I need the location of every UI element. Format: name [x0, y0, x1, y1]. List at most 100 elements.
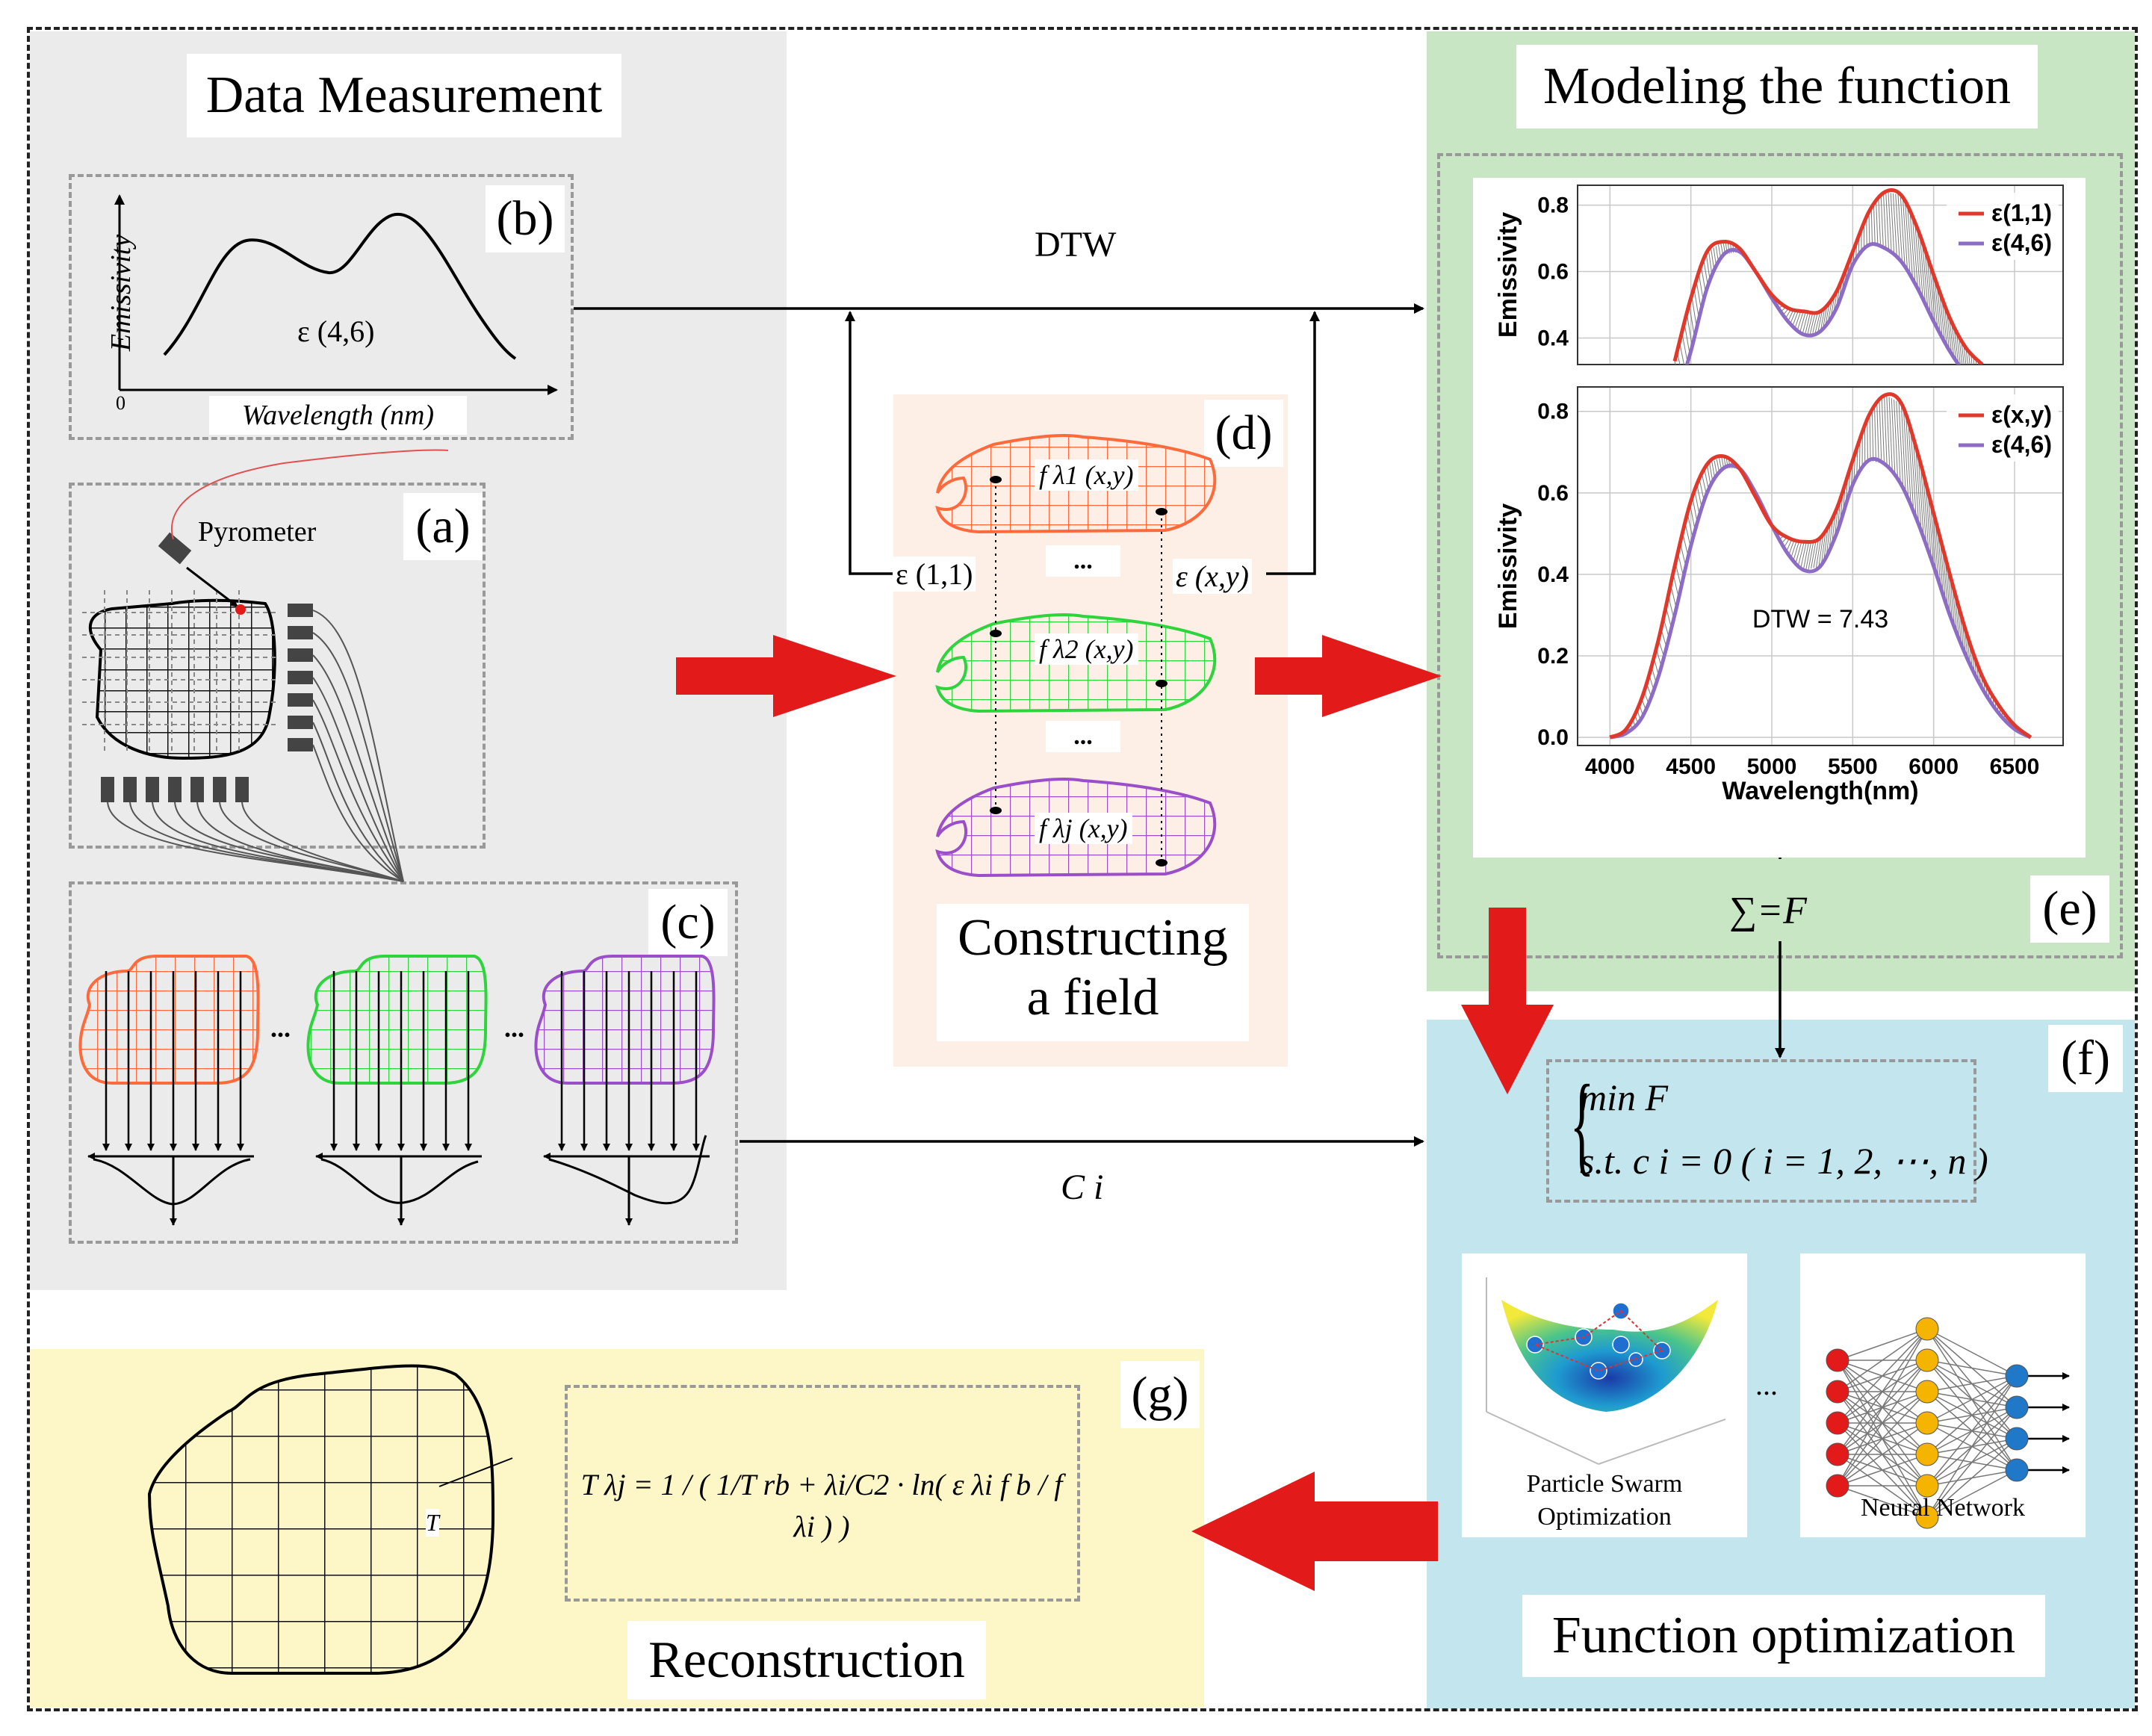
nn-edge — [1837, 1360, 1928, 1487]
warping-line — [1888, 192, 1892, 254]
dtw-arrow-label: DTW — [1035, 225, 1117, 264]
warping-line — [1811, 539, 1817, 569]
nn-edge — [1837, 1328, 1928, 1424]
x-axis-label: Wavelength(nm) — [1722, 777, 1918, 805]
nn-edge — [1837, 1485, 1928, 1518]
warping-line — [1897, 194, 1903, 264]
tag-a: (a) — [403, 493, 483, 560]
warping-line — [1934, 276, 1941, 334]
nn-illustration — [1826, 1317, 2070, 1529]
warping-line — [1876, 202, 1879, 247]
warping-line — [1926, 256, 1934, 320]
nn-node — [1915, 1348, 1939, 1372]
warping-line — [1913, 439, 1920, 525]
warping-line — [1968, 350, 1970, 365]
series-line — [1609, 392, 2032, 740]
pso-label-line1: Particle Swarm — [1526, 1470, 1683, 1498]
warping-line — [1925, 483, 1932, 560]
nn-node — [1826, 1442, 1849, 1466]
nn-node — [1826, 1411, 1849, 1435]
y-tick-label: 0.0 — [1537, 725, 1569, 750]
warping-line — [1920, 464, 1927, 546]
constructing-title: Constructing a field — [937, 904, 1249, 1041]
warping-line — [1808, 539, 1814, 570]
warping-line — [1798, 542, 1805, 565]
warping-line — [1802, 540, 1810, 570]
warping-line — [1689, 304, 1696, 338]
warping-line — [1867, 420, 1868, 462]
warping-line — [1792, 310, 1799, 326]
warping-line — [1903, 410, 1909, 501]
warping-line — [1914, 223, 1921, 294]
warping-line — [1891, 398, 1896, 477]
warping-line — [1906, 418, 1911, 507]
y-tick-label: 0.6 — [1537, 481, 1569, 506]
warping-line — [1794, 310, 1802, 328]
warping-line — [1912, 218, 1919, 289]
nn-edge — [1837, 1391, 1928, 1487]
constructing-title-line1: Constructing — [958, 909, 1228, 967]
y-tick-label: 0.4 — [1537, 326, 1569, 350]
nn-node — [2005, 1395, 2029, 1419]
warping-line — [1965, 347, 1968, 365]
warping-line — [1909, 213, 1916, 285]
nn-edge — [1926, 1407, 2018, 1518]
warping-line — [1873, 205, 1876, 247]
warping-line — [1888, 397, 1893, 474]
pso-illustration — [1486, 1277, 1726, 1465]
y-tick-label: 0.6 — [1537, 260, 1569, 285]
warping-line — [1973, 355, 1975, 365]
warping-line — [1932, 509, 1939, 581]
layer-label-1: f λ1 (x,y) — [1035, 459, 1138, 491]
warping-line — [1686, 314, 1693, 347]
warping-line — [1895, 193, 1900, 261]
tag-b: (b) — [486, 185, 565, 252]
warping-line — [1929, 263, 1936, 325]
nn-edge — [1926, 1469, 2018, 1518]
tap-label-left: ε (1,1) — [893, 557, 976, 592]
panel-b-box — [69, 174, 574, 440]
panel-g-formula-box — [565, 1385, 1080, 1602]
outer-frame — [27, 27, 2138, 1711]
warping-line — [1868, 211, 1870, 246]
warping-line — [1790, 539, 1798, 558]
warping-line — [1676, 351, 1681, 365]
panel-f-constraint-box — [1546, 1059, 1976, 1203]
legend-label: ε(4,6) — [1991, 229, 2052, 256]
warping-line — [1917, 228, 1923, 300]
nn-edge — [1926, 1375, 2018, 1455]
y-tick-label: 0.8 — [1537, 400, 1569, 424]
tag-d: (d) — [1204, 400, 1283, 467]
constraint-line2: s.t. c i = 0 ( i = 1, 2, ⋯, n ) — [1580, 1140, 1988, 1182]
layer-ellipsis-1: ... — [1046, 545, 1120, 577]
series-group — [1609, 392, 2032, 740]
reconstruction-title: Reconstruction — [627, 1621, 986, 1699]
x-tick-label: 6000 — [1908, 754, 1959, 779]
nn-edge — [1926, 1360, 2018, 1377]
warping-line — [1886, 395, 1891, 471]
tag-e: (e) — [2030, 875, 2109, 943]
warping-line — [1929, 500, 1937, 574]
nn-node — [1826, 1474, 1849, 1498]
warping-line — [1881, 399, 1885, 465]
nn-node — [2005, 1364, 2029, 1388]
nn-edge — [1837, 1454, 1928, 1487]
nn-edge — [1926, 1375, 2018, 1518]
nn-node — [1915, 1442, 1939, 1466]
nn-edge — [1837, 1328, 1928, 1487]
pyrometer-label: Pyrometer — [198, 516, 317, 548]
panel-b-ylabel: Emissivity — [105, 234, 137, 352]
reconstruction-formula: T λj = 1 / ( 1/T rb + λi/C2 · ln( ε λi f… — [580, 1468, 1063, 1543]
method-ellipsis: ... — [1755, 1368, 1778, 1401]
nn-edge — [1926, 1375, 2018, 1392]
warping-line — [1796, 541, 1802, 562]
warping-line — [1813, 538, 1820, 568]
panel-b-origin: 0 — [116, 392, 125, 414]
warping-line — [1802, 311, 1809, 334]
x-tick-label: 6500 — [1990, 754, 2040, 779]
warping-line — [1908, 425, 1914, 513]
y-axis-label: Emissivity — [1494, 212, 1522, 338]
warping-line — [1900, 403, 1906, 495]
layer-label-2: f λ2 (x,y) — [1035, 633, 1138, 665]
sum-label: ∑=F — [1729, 890, 1807, 932]
